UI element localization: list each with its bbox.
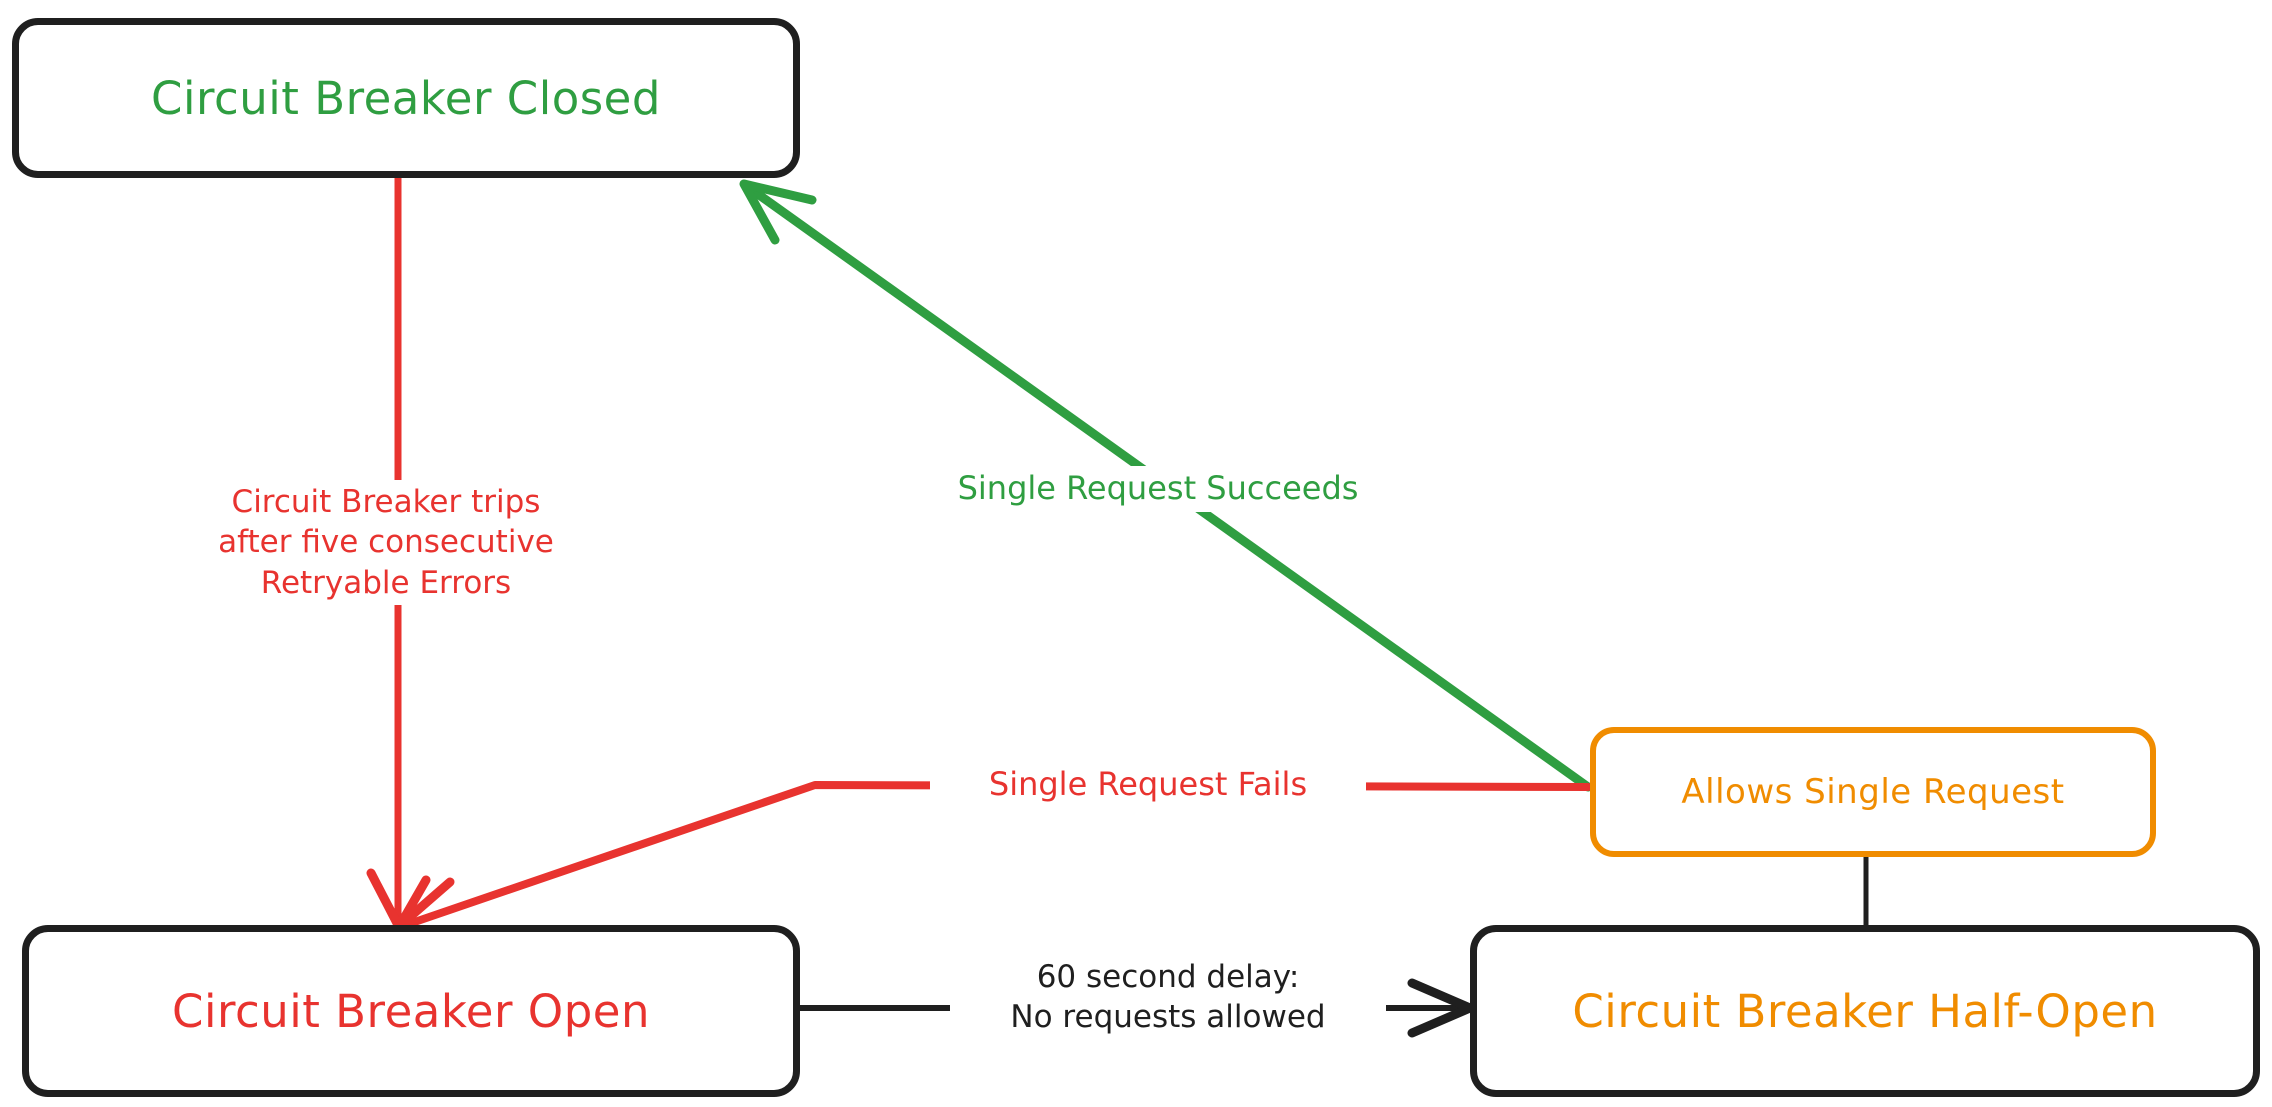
edge-label-allows-to-open: Single Request Fails — [930, 762, 1366, 808]
state-node-label: Circuit Breaker Half-Open — [1572, 984, 2158, 1038]
state-node-label: Circuit Breaker Open — [172, 984, 650, 1038]
state-node-circuit-breaker-half-open[interactable]: Circuit Breaker Half-Open — [1470, 925, 2260, 1097]
state-node-label: Circuit Breaker Closed — [151, 71, 661, 125]
state-node-circuit-breaker-open[interactable]: Circuit Breaker Open — [22, 925, 800, 1097]
edge-label-allows-to-closed: Single Request Succeeds — [900, 466, 1416, 512]
edge-label-open-to-halfopen: 60 second delay: No requests allowed — [950, 955, 1386, 1040]
edge-label-closed-to-open: Circuit Breaker trips after five consecu… — [178, 480, 594, 605]
state-node-allows-single-request[interactable]: Allows Single Request — [1590, 727, 2156, 857]
state-node-circuit-breaker-closed[interactable]: Circuit Breaker Closed — [12, 18, 800, 178]
state-node-label: Allows Single Request — [1681, 772, 2065, 812]
